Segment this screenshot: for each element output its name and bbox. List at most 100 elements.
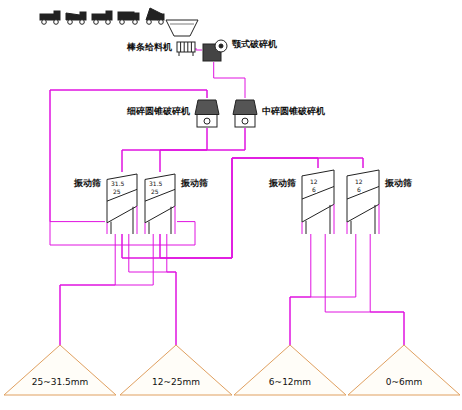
stockpile: 0~6mm (348, 345, 460, 395)
screen-symbol (107, 174, 137, 234)
screen-leg (375, 205, 376, 234)
material-flow-line (325, 234, 404, 345)
screen-leg (133, 207, 134, 234)
screen-leg (149, 222, 150, 234)
material-flow-line (60, 234, 153, 345)
screen-symbol (145, 174, 175, 234)
jaw-icon (202, 38, 228, 62)
material-flow-line (167, 234, 176, 345)
screen-machine: 振动筛 (300, 168, 336, 234)
pile-icon (234, 345, 346, 395)
screen-mesh (347, 186, 379, 199)
product-size: 6~12mm (269, 378, 311, 388)
cone-machine: 中碎圆锥破碎机 (232, 98, 258, 128)
truck (66, 12, 86, 24)
product-size: 25~31.5mm (32, 378, 89, 388)
stockpile: 25~31.5mm (4, 345, 116, 395)
screen-chute (347, 204, 379, 234)
grizzly-bar (180, 42, 181, 52)
machine-label: 振动筛 (385, 179, 412, 189)
screen-aperture: 6 (311, 187, 317, 193)
cone-drive (204, 118, 210, 124)
grizzly-bar (184, 42, 185, 52)
feeder-machine: 棒条给料机 (176, 40, 196, 56)
stockpile: 6~12mm (234, 345, 346, 395)
screen-aperture: 25 (112, 189, 122, 195)
material-flow-line (122, 158, 318, 258)
pile-symbol (234, 345, 346, 395)
cone-drive (242, 118, 248, 124)
material-flow-line (290, 234, 311, 345)
machine-label: 振动筛 (74, 179, 101, 189)
truck (40, 11, 60, 24)
feed-hopper (166, 20, 198, 36)
feeder-leg (193, 52, 194, 56)
pile-icon (348, 345, 460, 395)
machine-label: 振动筛 (269, 179, 296, 189)
jaw-machine: 颚式破碎机 (202, 38, 228, 62)
stockpile-outline (348, 345, 460, 395)
screen-aperture: 12 (354, 179, 364, 185)
feeder-body (177, 42, 195, 52)
feeder-leg (179, 52, 180, 56)
stockpile-outline (120, 345, 232, 395)
truck (118, 12, 139, 24)
flywheel-hub (219, 44, 223, 48)
material-flow-line (160, 158, 318, 258)
material-flow-line (122, 158, 363, 258)
truck-fleet (40, 8, 164, 24)
flywheel (215, 40, 227, 52)
screen-mesh (107, 189, 137, 201)
machine-label: 棒条给料机 (127, 43, 172, 53)
cone-icon (232, 98, 258, 128)
cone-machine: 细碎圆锥破碎机 (194, 98, 220, 128)
cone-symbol (233, 100, 257, 127)
screen-leg (171, 207, 172, 234)
screen-aperture: 31.5 (148, 181, 163, 187)
screen-aperture: 6 (356, 187, 362, 193)
cone-base (197, 115, 217, 128)
pile-symbol (120, 345, 232, 395)
material-flow-line (160, 158, 363, 258)
screen-icon (300, 168, 336, 234)
jaw-symbol (203, 40, 227, 61)
cone-head (233, 100, 257, 115)
feeder-symbol (177, 42, 195, 56)
screen-deck (347, 170, 379, 222)
cone-head (195, 100, 219, 115)
feeder-icon (176, 40, 196, 56)
screen-mesh (145, 189, 175, 201)
screen-aperture: 12 (309, 179, 319, 185)
dump-truck (146, 8, 164, 24)
machine-label: 细碎圆锥破碎机 (127, 107, 190, 117)
screen-icon (345, 168, 381, 234)
truck (92, 11, 112, 24)
screen-leg (351, 221, 352, 234)
pile-symbol (4, 345, 116, 395)
screen-leg (330, 205, 331, 234)
pile-icon (120, 345, 232, 395)
hopper-rim (170, 24, 194, 25)
product-size: 0~6mm (386, 378, 423, 388)
material-flow-line (60, 234, 115, 345)
material-flow-line (122, 128, 245, 172)
stockpile-outline (4, 345, 116, 395)
machine-label: 中碎圆锥破碎机 (262, 107, 325, 117)
screen-deck (302, 170, 334, 222)
stockpile-outline (234, 345, 346, 395)
cone-symbol (195, 100, 219, 127)
screen-symbol (347, 170, 379, 234)
pile-icon (4, 345, 116, 395)
screen-leg (111, 222, 112, 234)
screen-leg (306, 221, 307, 234)
pile-symbol (348, 345, 460, 395)
machine-label: 颚式破碎机 (232, 40, 277, 50)
screen-aperture: 31.5 (110, 181, 125, 187)
material-flow-line (214, 62, 245, 98)
screen-chute (145, 206, 175, 234)
screen-chute (107, 206, 137, 234)
material-flow-line (196, 48, 202, 50)
